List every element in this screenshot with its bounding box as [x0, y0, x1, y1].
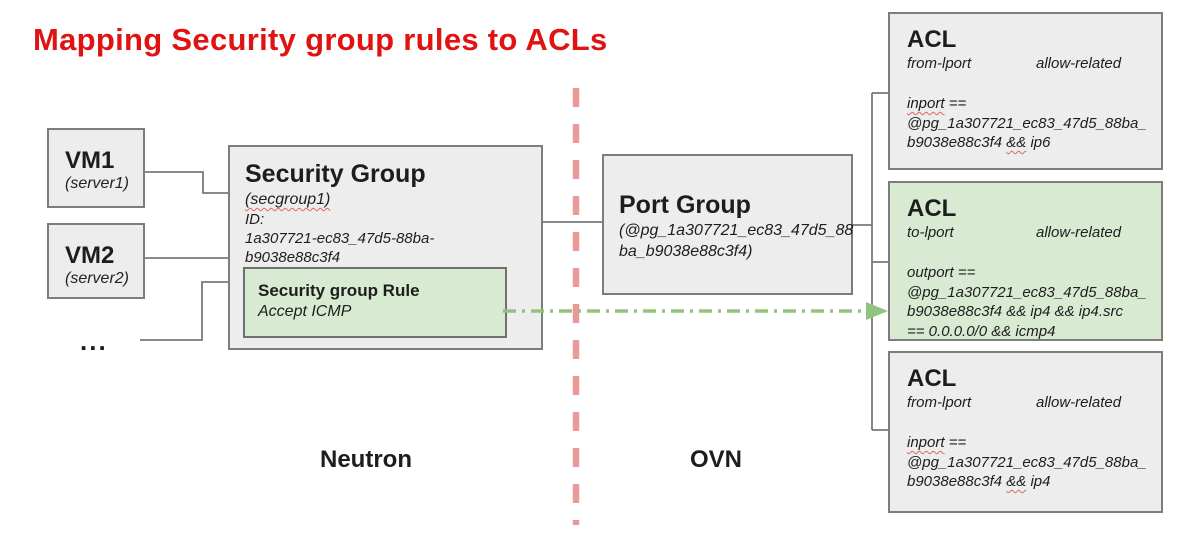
security-group-rule-title: Security group Rule: [258, 281, 420, 300]
vm2-box: VM2 (server2): [47, 223, 145, 299]
acl3-title: ACL: [907, 365, 957, 392]
acl-box-icmp4-highlighted: ACL to-lport allow-related outport == @p…: [888, 181, 1163, 341]
vm1-name: VM1: [65, 147, 115, 174]
acl3-direction: from-lport: [907, 394, 972, 411]
more-vms-ellipsis: ...: [80, 326, 108, 356]
acl1-title: ACL: [907, 26, 957, 53]
security-group-name: (secgroup1): [245, 191, 331, 208]
acl-box-ip4: ACL from-lport allow-related inport == @…: [888, 351, 1163, 513]
port-group-title: Port Group: [619, 191, 751, 219]
vm2-subtitle: (server2): [65, 270, 130, 287]
acl2-direction: to-lport: [907, 224, 954, 241]
ovn-zone-label: OVN: [690, 446, 743, 473]
security-group-rule-body: Accept ICMP: [258, 303, 352, 320]
security-group-rule-box: Security group Rule Accept ICMP: [243, 267, 507, 338]
vm1-subtitle: (server1): [65, 175, 130, 192]
acl3-action: allow-related: [1036, 394, 1122, 411]
vm1-box: VM1 (server1): [47, 128, 145, 208]
acl-box-ip6: ACL from-lport allow-related inport == @…: [888, 12, 1163, 170]
security-group-id: 1a307721-ec83_47d5-88ba-b9038e88c3f4: [245, 230, 435, 266]
connector-ellipsis-to-sg: [140, 281, 228, 341]
acl1-action: allow-related: [1036, 55, 1122, 72]
neutron-zone-label: Neutron: [320, 446, 412, 473]
page-title: Mapping Security group rules to ACLs: [33, 22, 608, 57]
acl1-direction: from-lport: [907, 55, 972, 72]
port-group-box: Port Group (@pg_1a307721_ec83_47d5_88 ba…: [602, 154, 853, 295]
security-group-box: Security Group (secgroup1) ID: 1a307721-…: [228, 145, 543, 350]
security-group-title: Security Group: [245, 160, 426, 188]
arrowhead-icon: [866, 302, 888, 320]
acl1-match: inport == @pg_1a307721_ec83_47d5_88ba_ b…: [907, 95, 1147, 151]
vm2-name: VM2: [65, 242, 115, 269]
acl3-match: inport == @pg_1a307721_ec83_47d5_88ba_ b…: [907, 434, 1147, 490]
security-group-id-label: ID:: [245, 211, 265, 228]
connector-vm1-to-sg: [145, 171, 228, 194]
rule-to-acl-arrow: [503, 302, 888, 320]
acl2-match: outport == @pg_1a307721_ec83_47d5_88ba_ …: [907, 264, 1147, 340]
acl2-action: allow-related: [1036, 224, 1122, 241]
acl2-title: ACL: [907, 195, 957, 222]
port-group-name: (@pg_1a307721_ec83_47d5_88 ba_b9038e88c3…: [619, 222, 854, 260]
